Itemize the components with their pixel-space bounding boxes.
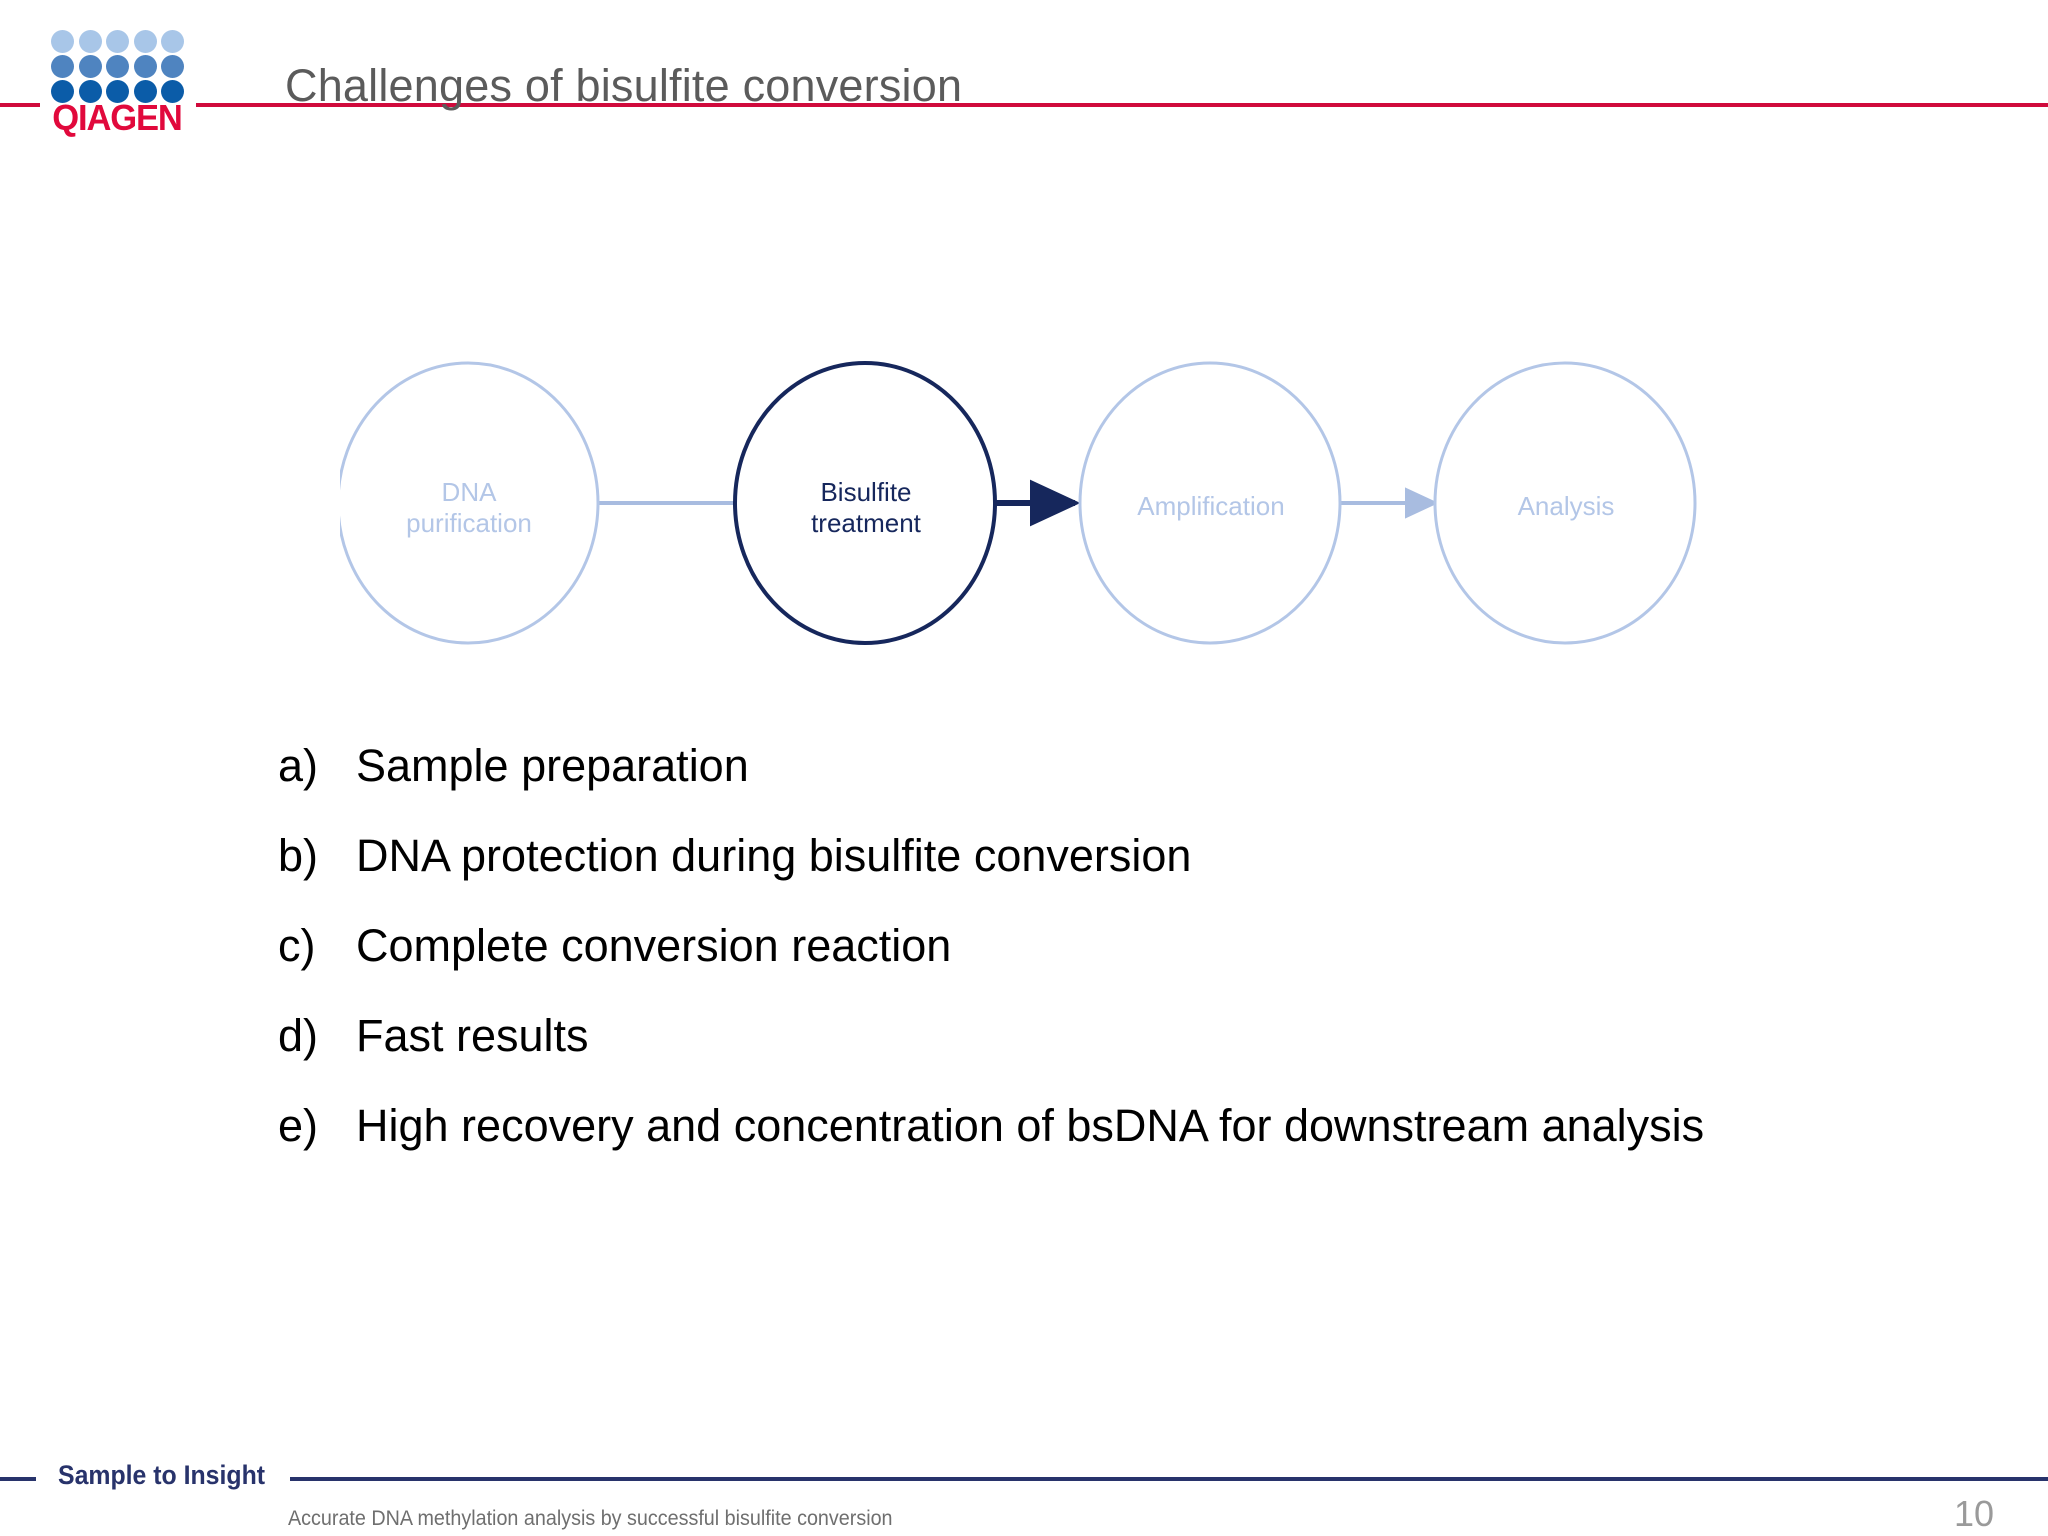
footer-rule-left bbox=[0, 1477, 36, 1481]
list-item: e) High recovery and concentration of bs… bbox=[278, 1100, 1978, 1190]
list-item-label: High recovery and concentration of bsDNA… bbox=[356, 1100, 1705, 1151]
workflow-node-amplification[interactable] bbox=[1078, 361, 1342, 645]
header-rule-right bbox=[196, 103, 2048, 107]
workflow-svg bbox=[340, 361, 1697, 645]
list-item-marker: c) bbox=[278, 920, 316, 971]
list-item: c) Complete conversion reaction bbox=[278, 920, 1978, 1010]
workflow-diagram: DNA purification Bisulfite treatment Amp… bbox=[340, 355, 1770, 655]
list-item-label: DNA protection during bisulfite conversi… bbox=[356, 830, 1192, 881]
list-item-label: Complete conversion reaction bbox=[356, 920, 952, 971]
list-item-label: Fast results bbox=[356, 1010, 589, 1061]
workflow-node-analysis[interactable] bbox=[1433, 361, 1697, 645]
page-title: Challenges of bisulfite conversion bbox=[285, 60, 963, 111]
footer-rule-right bbox=[290, 1477, 2048, 1481]
slide-header: QIAGEN Challenges of bisulfite conversio… bbox=[0, 0, 2048, 150]
logo-dot-grid-icon bbox=[51, 30, 187, 103]
list-item: b) DNA protection during bisulfite conve… bbox=[278, 830, 1978, 920]
qiagen-logo: QIAGEN bbox=[47, 30, 187, 142]
header-rule-left bbox=[0, 103, 40, 107]
list-item: d) Fast results bbox=[278, 1010, 1978, 1100]
workflow-node-dna-purification[interactable] bbox=[340, 361, 600, 645]
footer-subtitle: Accurate DNA methylation analysis by suc… bbox=[288, 1507, 893, 1530]
slide-footer: Sample to Insight Accurate DNA methylati… bbox=[0, 1455, 2048, 1536]
list-item-marker: b) bbox=[278, 830, 319, 881]
list-item-label: Sample preparation bbox=[356, 740, 749, 791]
list-item-marker: e) bbox=[278, 1100, 319, 1151]
list-item: a) Sample preparation bbox=[278, 740, 1978, 830]
challenges-list: a) Sample preparation b) DNA protection … bbox=[278, 740, 1978, 1190]
page-number: 10 bbox=[1953, 1493, 1994, 1534]
logo-wordmark: QIAGEN bbox=[52, 97, 183, 138]
list-item-marker: a) bbox=[278, 740, 319, 791]
list-item-marker: d) bbox=[278, 1010, 319, 1061]
workflow-node-bisulfite-treatment[interactable] bbox=[733, 361, 997, 645]
footer-tagline: Sample to Insight bbox=[58, 1460, 266, 1490]
